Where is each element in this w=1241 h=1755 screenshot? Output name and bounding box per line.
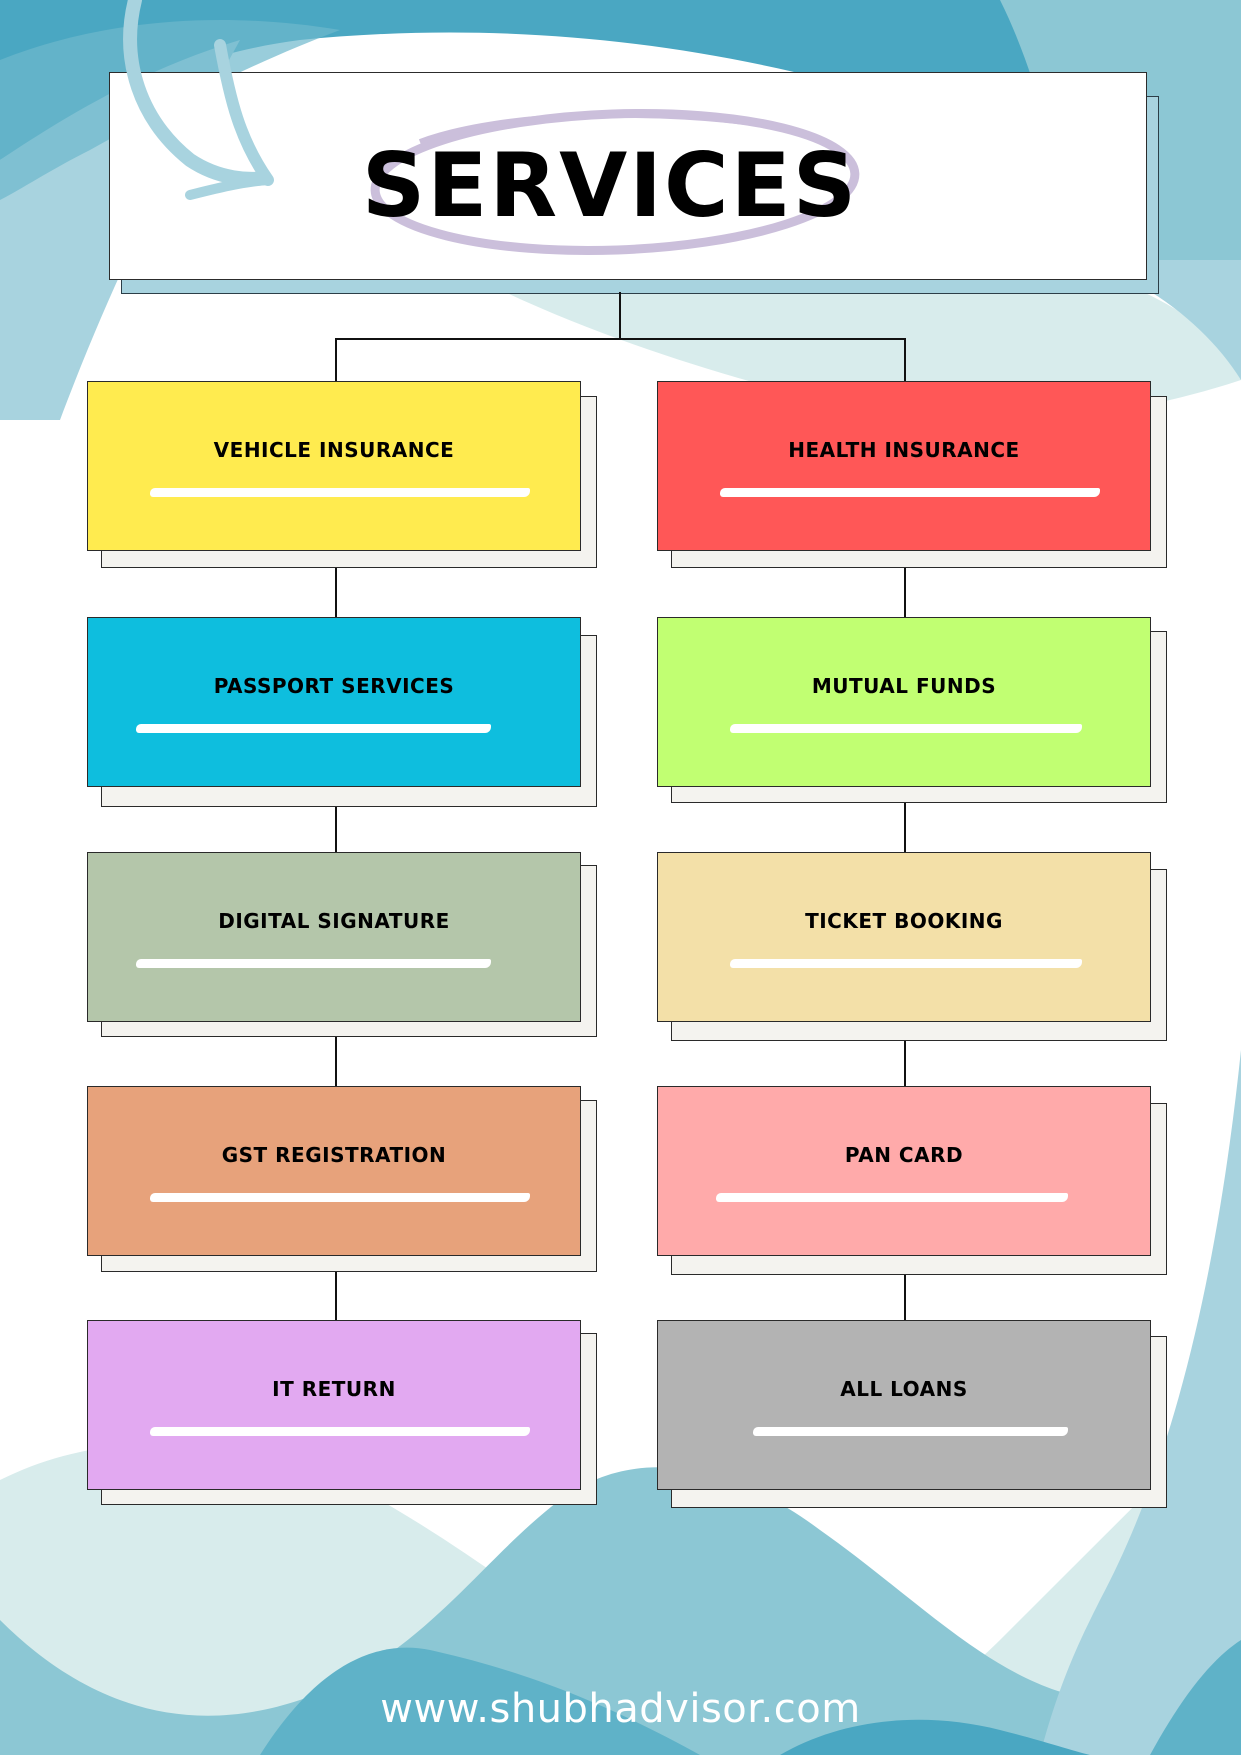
connector-left-column <box>335 338 337 1348</box>
connector-header-stem <box>619 292 621 340</box>
service-card-passport-services[interactable]: PASSPORT SERVICES <box>87 617 581 787</box>
service-label: IT RETURN <box>272 1377 396 1401</box>
website-link[interactable]: www.shubhadvisor.com <box>380 1686 861 1732</box>
service-card-all-loans[interactable]: ALL LOANS <box>657 1320 1151 1490</box>
service-label: PASSPORT SERVICES <box>213 674 455 698</box>
service-card-digital-signature[interactable]: DIGITAL SIGNATURE <box>87 852 581 1022</box>
service-label: TICKET BOOKING <box>805 909 1003 933</box>
brush-underline <box>150 488 530 497</box>
service-card-ticket-booking[interactable]: TICKET BOOKING <box>657 852 1151 1022</box>
connector-right-column <box>904 338 906 1348</box>
brush-underline <box>720 488 1100 497</box>
brush-underline <box>136 724 491 733</box>
brush-underline <box>730 959 1082 968</box>
brush-underline <box>716 1193 1068 1202</box>
service-card-it-return[interactable]: IT RETURN <box>87 1320 581 1490</box>
service-label: PAN CARD <box>844 1143 964 1167</box>
service-label: DIGITAL SIGNATURE <box>218 909 450 933</box>
curved-arrow-icon <box>123 0 274 200</box>
service-card-gst-registration[interactable]: GST REGISTRATION <box>87 1086 581 1256</box>
service-card-health-insurance[interactable]: HEALTH INSURANCE <box>657 381 1151 551</box>
service-card-mutual-funds[interactable]: MUTUAL FUNDS <box>657 617 1151 787</box>
service-label: MUTUAL FUNDS <box>811 674 997 698</box>
brush-underline <box>136 959 491 968</box>
service-label: GST REGISTRATION <box>221 1143 447 1167</box>
brush-underline <box>730 724 1082 733</box>
brush-ellipse-icon <box>370 109 860 255</box>
service-card-pan-card[interactable]: PAN CARD <box>657 1086 1151 1256</box>
brush-underline <box>753 1427 1068 1436</box>
connector-horizontal <box>335 338 906 340</box>
service-label: HEALTH INSURANCE <box>788 438 1020 462</box>
service-card-vehicle-insurance[interactable]: VEHICLE INSURANCE <box>87 381 581 551</box>
brush-underline <box>150 1427 530 1436</box>
service-label: VEHICLE INSURANCE <box>213 438 455 462</box>
brush-underline <box>150 1193 530 1202</box>
page-title: SERVICES <box>361 133 859 237</box>
service-label: ALL LOANS <box>840 1377 968 1401</box>
